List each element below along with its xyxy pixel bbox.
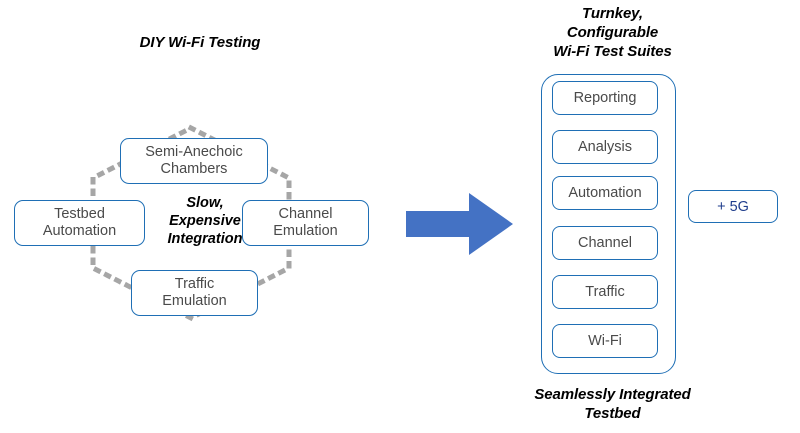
suite-item-reporting[interactable]: Reporting: [552, 81, 658, 115]
suite-item-analysis[interactable]: Analysis: [552, 130, 658, 164]
node-traffic-emulation[interactable]: Traffic Emulation: [131, 270, 258, 316]
node-channel-emulation[interactable]: Channel Emulation: [242, 200, 369, 246]
addon-5g-box[interactable]: + 5G: [688, 190, 778, 223]
seamlessly-integrated-testbed-caption: Seamlessly Integrated Testbed: [534, 386, 691, 422]
suite-item-channel[interactable]: Channel: [552, 226, 658, 260]
slow-expensive-integration-label: Slow, Expensive Integration: [167, 195, 243, 247]
node-testbed-automation[interactable]: Testbed Automation: [14, 200, 145, 246]
suite-item-wifi[interactable]: Wi-Fi: [552, 324, 658, 358]
suite-item-automation[interactable]: Automation: [552, 176, 658, 210]
suite-item-traffic[interactable]: Traffic: [552, 275, 658, 309]
diy-section-title: DIY Wi-Fi Testing: [139, 34, 261, 51]
node-semi-anechoic-chambers[interactable]: Semi-Anechoic Chambers: [120, 138, 268, 184]
right-arrow-icon: [406, 193, 513, 255]
turnkey-section-title: Turnkey, Configurable Wi-Fi Test Suites: [553, 5, 672, 60]
